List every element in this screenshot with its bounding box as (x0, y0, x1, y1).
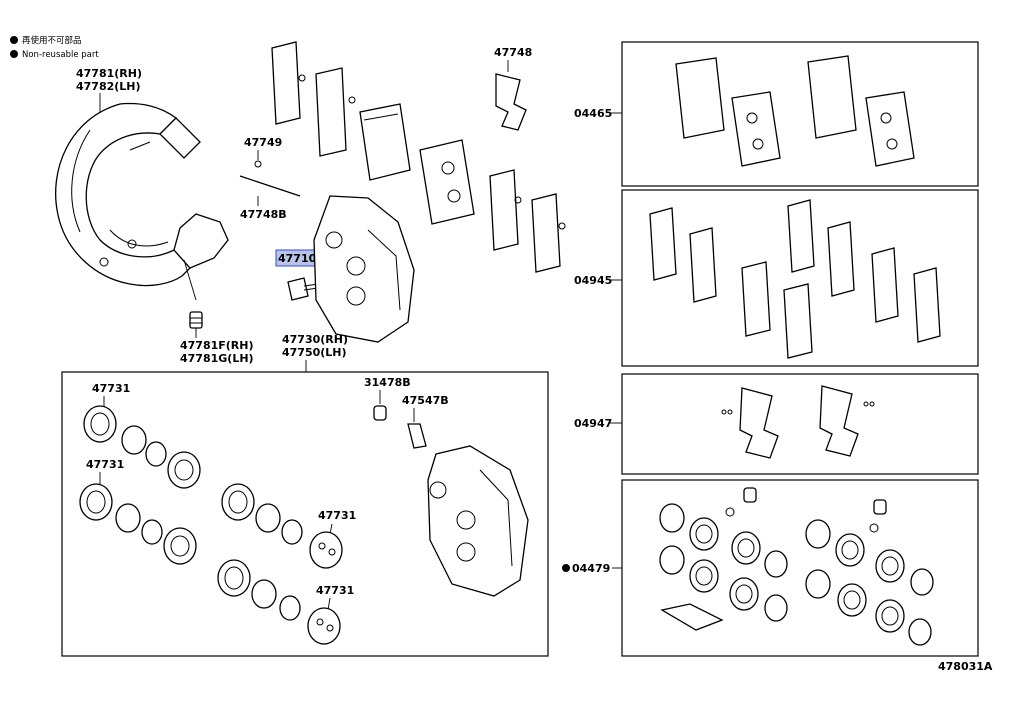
dust-shield: 47781(RH) 47782(LH) 47781F(RH) 47781G(LH… (54, 67, 254, 365)
nonreusable-dot-icon (10, 36, 18, 44)
kit-04947-springs (721, 385, 875, 459)
label-bolt-lh[interactable]: 47781G(LH) (180, 352, 254, 365)
kit-04945-shims (649, 199, 941, 359)
kit-box-04945 (621, 189, 979, 367)
kit-box-04947 (621, 373, 979, 475)
label-47748b[interactable]: 47748B (240, 208, 287, 221)
legend: 再使用不可部品 Non-reusable part (10, 35, 99, 60)
spring-47748: 47748 (494, 46, 532, 131)
label-47731-c[interactable]: 47731 (318, 509, 356, 522)
label-47749[interactable]: 47749 (244, 136, 282, 149)
caliper-components-box (61, 371, 549, 657)
caliper-top: 47730(RH) 47750(LH) (282, 195, 415, 372)
label-31478b[interactable]: 31478B (364, 376, 411, 389)
legend-nonreusable-note: Non-reusable part (22, 50, 99, 60)
label-47731-d[interactable]: 47731 (316, 584, 354, 597)
label-47731-a[interactable]: 47731 (92, 382, 130, 395)
label-04465[interactable]: 04465 (574, 107, 612, 120)
label-shield-lh[interactable]: 47782(LH) (76, 80, 141, 93)
nonreusable-dot-icon (10, 50, 18, 58)
legend-reuse-note: 再使用不可部品 (22, 35, 82, 46)
bolt-47710a: 47710A (275, 249, 325, 301)
label-47748[interactable]: 47748 (494, 46, 532, 59)
shield-bolt[interactable] (189, 311, 203, 329)
kit-box-04465 (621, 41, 979, 187)
label-04479[interactable]: 04479 (572, 562, 610, 575)
label-47547b[interactable]: 47547B (402, 394, 449, 407)
caliper-components: 47731 47731 47731 47731 31478B (79, 376, 529, 645)
shim-group (271, 41, 566, 273)
label-caliper-rh[interactable]: 47730(RH) (282, 333, 348, 346)
figure-id: 478031A (938, 660, 993, 673)
clip-47749[interactable] (254, 160, 262, 168)
nonreusable-dot-icon (562, 564, 570, 572)
pin-group: 47749 47748B (239, 136, 301, 221)
label-47710a[interactable]: 47710A (278, 252, 325, 265)
label-04947[interactable]: 04947 (574, 417, 612, 430)
label-caliper-lh[interactable]: 47750(LH) (282, 346, 347, 359)
label-47731-b[interactable]: 47731 (86, 458, 124, 471)
label-04945[interactable]: 04945 (574, 274, 612, 287)
label-shield-rh[interactable]: 47781(RH) (76, 67, 142, 80)
brake-pads (359, 103, 475, 225)
kit-04465-pads (675, 55, 915, 167)
label-bolt-rh[interactable]: 47781F(RH) (180, 339, 254, 352)
kit-04479-seals (659, 487, 934, 646)
